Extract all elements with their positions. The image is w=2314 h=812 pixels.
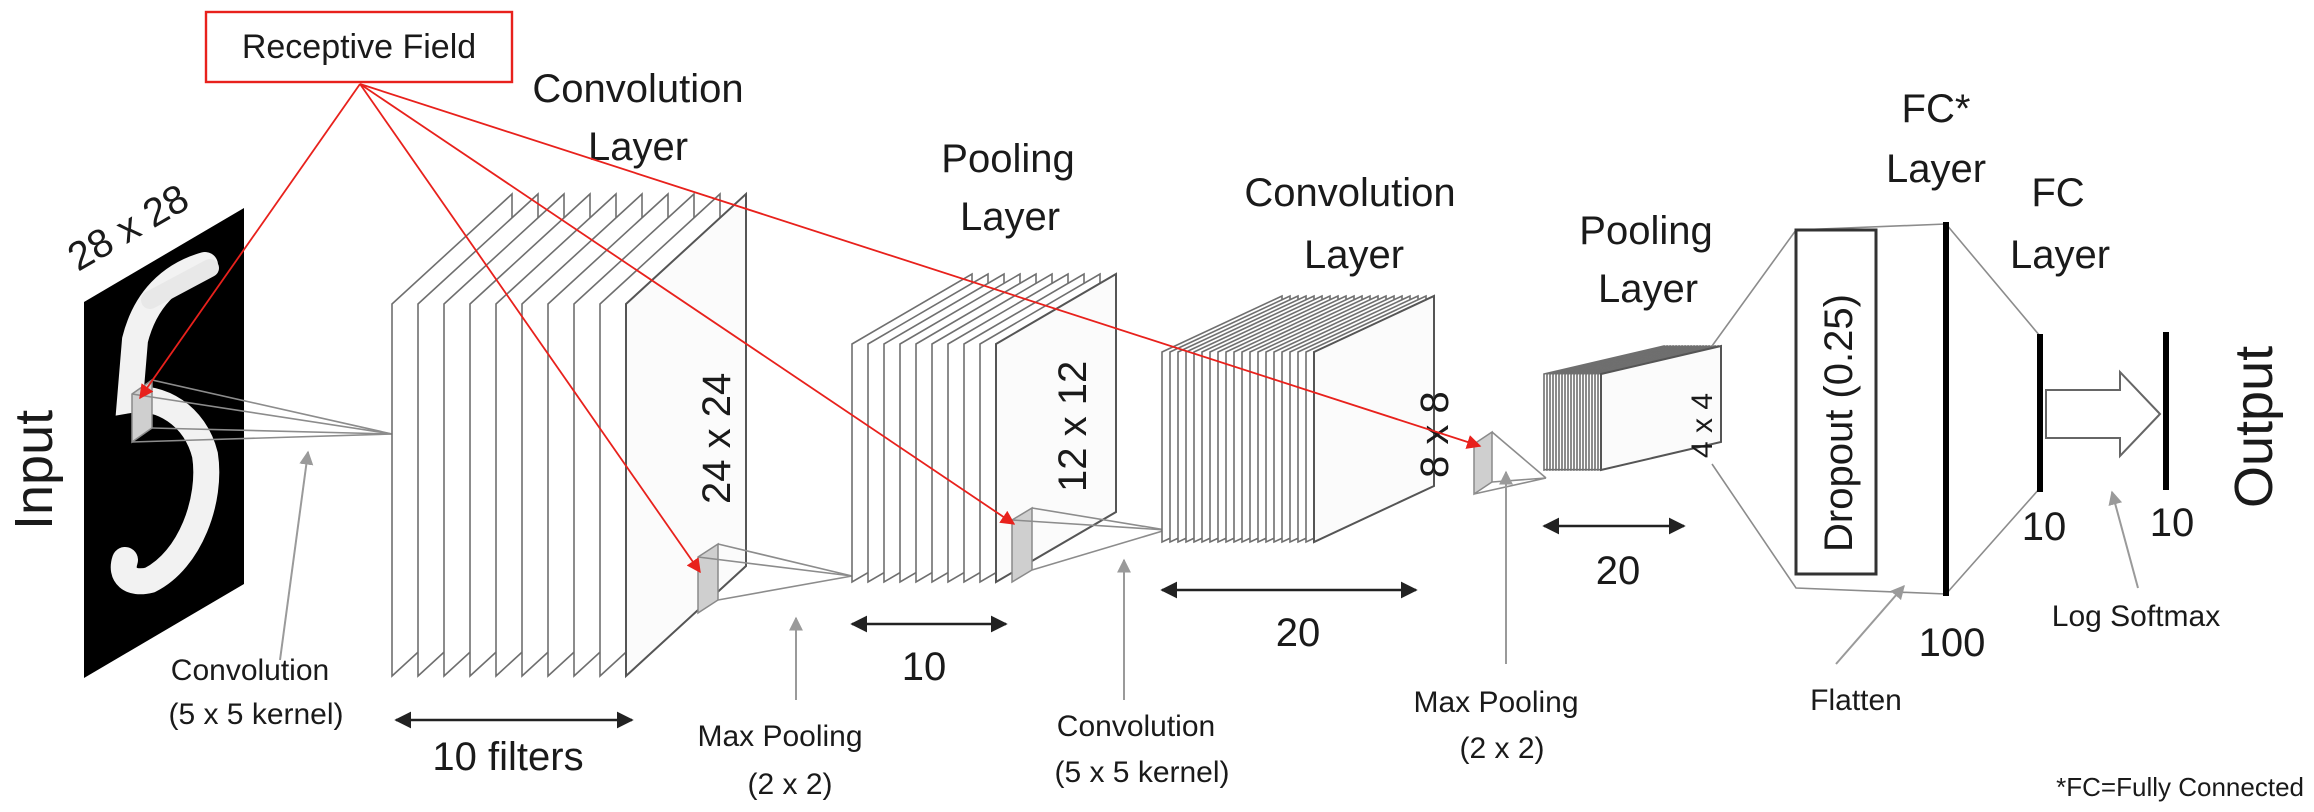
conv1-title-line1: Convolution bbox=[532, 67, 743, 111]
pool2-size-label: 4 x 4 bbox=[1686, 393, 1719, 458]
conv2-pool-kernel bbox=[1473, 430, 1493, 496]
pool2-feature-map bbox=[1600, 344, 1722, 472]
pool1-feature-map-stack bbox=[851, 272, 1117, 584]
receptive-field-annotation: Receptive Field bbox=[139, 10, 1482, 574]
pool2-op-line1: Max Pooling bbox=[1413, 686, 1578, 719]
conv2-title-line1: Convolution bbox=[1244, 171, 1455, 215]
dropout-box bbox=[1794, 228, 1878, 576]
fc2-title-line1: FC bbox=[2031, 171, 2084, 215]
conv1-size-label: 24 x 24 bbox=[695, 373, 739, 504]
pool1-feature-map bbox=[995, 272, 1117, 584]
flatten-pointer bbox=[1835, 584, 1905, 665]
conv2-op-line2: (5 x 5 kernel) bbox=[1054, 756, 1229, 789]
fc1-units-label: 100 bbox=[1919, 621, 1986, 665]
conv1-count-label: 10 filters bbox=[432, 735, 583, 779]
fc2-units-label: 10 bbox=[2022, 505, 2067, 549]
conv1-feature-map-stack bbox=[391, 191, 747, 679]
fc2-block: FC Layer 10 Log Softmax bbox=[2010, 171, 2220, 633]
conv1-block: 24 x 24 Convolution Layer 10 filters Con… bbox=[168, 67, 853, 779]
pool1-size-label: 12 x 12 bbox=[1051, 361, 1095, 492]
pool2-count-label: 20 bbox=[1596, 549, 1641, 593]
input-block: Input 28 x 28 bbox=[4, 176, 393, 678]
pool2-op-line2: (2 x 2) bbox=[1459, 732, 1544, 765]
footnote: *FC=Fully Connected bbox=[2056, 772, 2304, 802]
output-block: 10 Output bbox=[2150, 332, 2284, 545]
pool2-title-line1: Pooling bbox=[1579, 209, 1712, 253]
pool1-title-line1: Pooling bbox=[941, 137, 1074, 181]
conv1-op-line2: (5 x 5 kernel) bbox=[168, 698, 343, 731]
pool1-count-label: 10 bbox=[902, 645, 947, 689]
softmax-arrow bbox=[2045, 369, 2162, 459]
conv1-op-pointer bbox=[279, 450, 314, 661]
conv1-title-line2: Layer bbox=[588, 125, 688, 169]
fc1-block: Dropout (0.25) FC* Layer 100 Flatten bbox=[1711, 87, 2041, 717]
input-side-label: Input bbox=[4, 410, 64, 530]
dropout-label: Dropout (0.25) bbox=[1817, 294, 1861, 552]
conv2-title-line2: Layer bbox=[1304, 233, 1404, 277]
conv1-op-line1: Convolution bbox=[171, 654, 329, 687]
conv2-block: 8 x 8 Convolution Layer 20 Convolution (… bbox=[1054, 171, 1547, 789]
conv1-pool-kernel bbox=[697, 542, 719, 615]
conv2-count-label: 20 bbox=[1276, 611, 1321, 655]
pool1-op-line1: Max Pooling bbox=[697, 720, 862, 753]
conv2-op-line1: Convolution bbox=[1057, 710, 1215, 743]
input-digit-image bbox=[84, 208, 244, 678]
pool1-conv-kernel bbox=[1011, 506, 1033, 584]
receptive-field-label: Receptive Field bbox=[242, 28, 476, 66]
pool2-title-line2: Layer bbox=[1598, 267, 1698, 311]
pool2-block: 4 x 4 Pooling Layer 20 Max Pooling (2 x … bbox=[1413, 209, 1722, 765]
fc1-title-line2: Layer bbox=[1886, 147, 1986, 191]
output-units-label: 10 bbox=[2150, 501, 2195, 545]
softmax-pointer bbox=[2108, 490, 2139, 589]
fc1-title-line1: FC* bbox=[1902, 87, 1971, 131]
receptive-field-box bbox=[204, 10, 514, 84]
pool2-feature-map-stack bbox=[1543, 344, 1722, 472]
conv2-feature-map bbox=[1313, 294, 1435, 544]
fc2-title-line2: Layer bbox=[2010, 233, 2110, 277]
output-side-label: Output bbox=[2224, 346, 2284, 508]
pool1-block: 12 x 12 Pooling Layer 10 Max Pooling (2 … bbox=[697, 137, 1167, 801]
pool1-op-line2: (2 x 2) bbox=[747, 768, 832, 801]
softmax-label: Log Softmax bbox=[2052, 600, 2220, 633]
flatten-label: Flatten bbox=[1810, 684, 1902, 717]
conv2-feature-map-stack bbox=[1161, 294, 1435, 544]
conv2-size-label: 8 x 8 bbox=[1413, 391, 1457, 478]
pool1-title-line2: Layer bbox=[960, 195, 1060, 239]
